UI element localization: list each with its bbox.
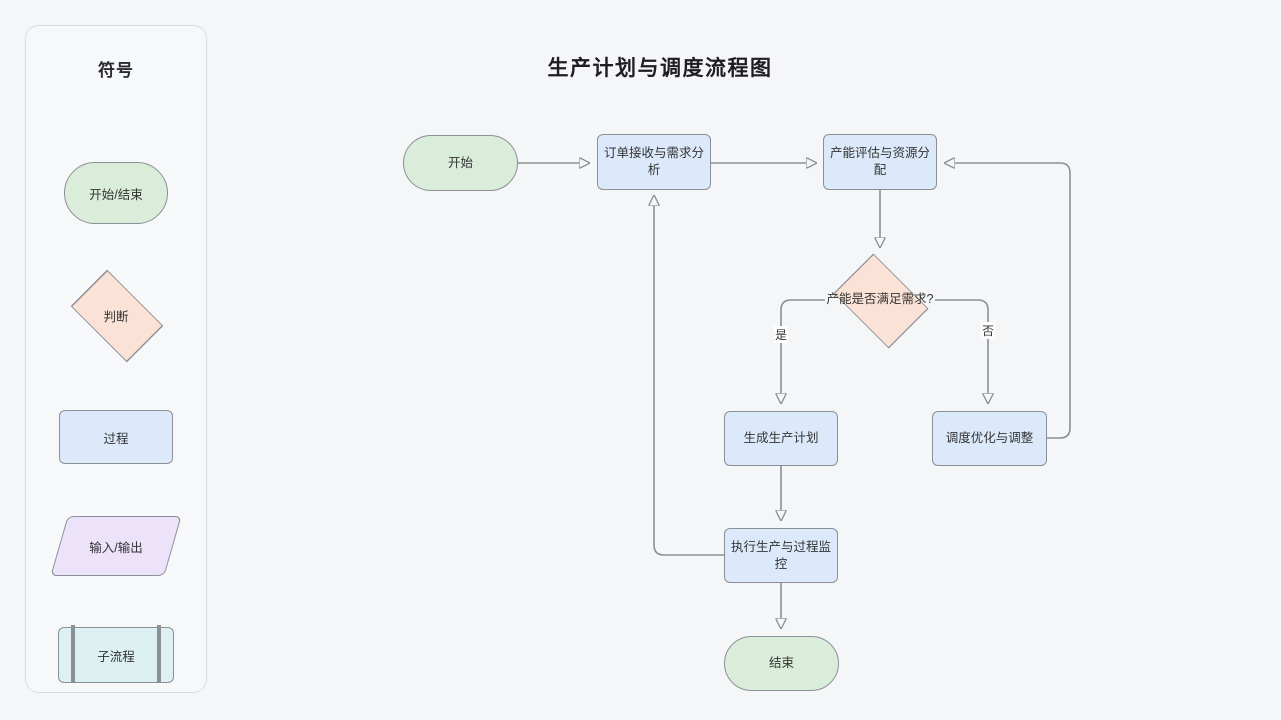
legend-item-subprocess: 子流程 <box>26 620 206 690</box>
node-order-intake[interactable]: 订单接收与需求分析 <box>597 134 711 190</box>
subprocess-rect-icon <box>58 627 174 683</box>
node-end[interactable]: 结束 <box>724 636 839 691</box>
node-schedule-optimize-label: 调度优化与调整 <box>945 431 1034 445</box>
edge-label-yes: 是 <box>774 326 789 343</box>
node-schedule-optimize[interactable]: 调度优化与调整 <box>932 411 1047 466</box>
page-title: 生产计划与调度流程图 <box>547 57 773 80</box>
legend-label-process: 过程 <box>103 431 129 446</box>
legend-item-io: 输入/输出 <box>26 511 206 581</box>
edge-decision-plan <box>781 299 825 403</box>
node-capacity-assessment-label: 产能评估与资源分配 <box>830 146 931 177</box>
legend-item-terminator: 开始/结束 <box>26 158 206 228</box>
legend-panel: 符号 开始/结束 判断 过程 输入/输出 子流程 <box>25 25 207 693</box>
legend-title: 符号 <box>98 61 134 80</box>
node-end-label: 结束 <box>768 656 794 670</box>
legend-label-subprocess: 子流程 <box>97 649 135 664</box>
legend-label-terminator: 开始/结束 <box>89 187 143 202</box>
subprocess-left-bar-icon <box>71 625 75 683</box>
node-start[interactable]: 开始 <box>403 135 518 191</box>
legend-label-io: 输入/输出 <box>89 540 143 555</box>
node-start-label: 开始 <box>447 155 473 170</box>
legend-shape-process: 过程 <box>59 410 173 464</box>
node-capacity-decision[interactable]: 产能是否满足需求? <box>819 248 941 351</box>
legend-shape-subprocess: 子流程 <box>58 625 174 683</box>
node-capacity-assessment[interactable]: 产能评估与资源分配 <box>823 134 937 190</box>
legend-label-decision: 判断 <box>103 309 129 324</box>
node-order-intake-label: 订单接收与需求分析 <box>604 146 705 177</box>
edge-schedule-capacity <box>945 163 1071 439</box>
legend-item-process: 过程 <box>26 402 206 472</box>
legend-item-decision: 判断 <box>26 269 206 363</box>
edge-label-no: 否 <box>981 322 996 339</box>
edge-decision-schedule <box>935 299 988 403</box>
subprocess-right-bar-icon <box>157 625 161 683</box>
node-execute-monitor-label: 执行生产与过程监控 <box>731 539 832 571</box>
node-capacity-decision-label: 产能是否满足需求? <box>826 292 934 306</box>
node-execute-monitor[interactable]: 执行生产与过程监控 <box>724 528 838 583</box>
legend-shape-io: 输入/输出 <box>50 516 182 576</box>
node-generate-plan-label: 生成生产计划 <box>743 431 819 445</box>
legend-shape-terminator: 开始/结束 <box>64 162 168 224</box>
edge-execute-order <box>654 196 724 556</box>
legend-shape-decision: 判断 <box>51 269 181 363</box>
node-generate-plan[interactable]: 生成生产计划 <box>724 411 838 466</box>
